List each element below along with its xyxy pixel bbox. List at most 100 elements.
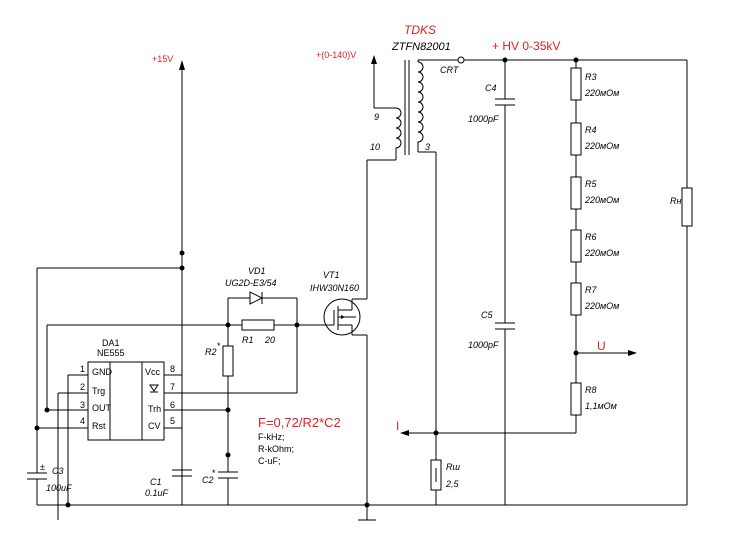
svg-text:±: ± [40, 462, 45, 472]
supply-140v: +(0-140)V [316, 50, 377, 108]
resistor-r6 [570, 229, 582, 263]
svg-text:220мОм: 220мОм [584, 195, 619, 205]
capacitor-c2: C2 * [202, 468, 238, 505]
svg-text:Rst: Rst [92, 421, 106, 431]
c4-value: 1000pF [468, 114, 499, 124]
svg-text:R5: R5 [585, 179, 597, 189]
c3-value: 100uF [46, 483, 72, 493]
resistor-load: Rн [670, 60, 693, 505]
tdks-brand: TDKS [404, 23, 436, 37]
resistor-r2: R2 * [205, 325, 234, 472]
current-label: I [396, 419, 399, 433]
resistor-r3 [570, 67, 582, 101]
svg-text:F-kHz;: F-kHz; [258, 432, 285, 442]
svg-text:8: 8 [170, 364, 175, 374]
capacitor-c1: C1 0.1uF [145, 469, 192, 505]
svg-text:OUT: OUT [92, 403, 112, 413]
svg-text:Vcc: Vcc [145, 367, 161, 377]
r2-ref: R2 [205, 347, 217, 357]
svg-text:R8: R8 [585, 385, 597, 395]
shunt-ref: Rш [446, 462, 460, 472]
vt1-value: IHW30N160 [310, 283, 359, 293]
c1-ref: C1 [150, 477, 162, 487]
svg-text:GND: GND [92, 367, 113, 377]
svg-text:R3: R3 [585, 72, 597, 82]
capacitor-c4: C4 1000pF [468, 60, 515, 323]
resistor-r7 [570, 282, 582, 316]
load-ref: Rн [670, 196, 681, 206]
top-loop [36, 250, 185, 470]
arrow-right-icon [628, 350, 637, 356]
vt1-ref: VT1 [323, 270, 340, 280]
gate-drive [44, 324, 228, 413]
c5-ref: C5 [481, 310, 493, 320]
svg-text:9: 9 [374, 112, 379, 122]
rail-15v: +15V [152, 54, 185, 505]
resistor-r5 [570, 176, 582, 210]
c4-ref: C4 [485, 83, 497, 93]
svg-text:1: 1 [80, 364, 85, 374]
arrow-left-icon [400, 430, 409, 436]
diode-vd1: VD1 UG2D-E3/54 [225, 266, 298, 393]
svg-text:6: 6 [170, 400, 175, 410]
transistor-vt1: VT1 IHW30N160 [310, 270, 367, 336]
vd1-ref: VD1 [248, 266, 266, 276]
svg-text:1,1мОм: 1,1мОм [585, 401, 617, 411]
tdks-part: ZTFN82001 [391, 41, 451, 53]
ic-ne555: DA1 NE555 GND Trg OUT Rst Vcc Trh CV 1 2… [34, 338, 297, 508]
svg-text:R6: R6 [585, 232, 597, 242]
svg-text:3: 3 [80, 400, 85, 410]
svg-text:7: 7 [170, 382, 175, 392]
ground-rail [37, 504, 687, 521]
svg-text:Trh: Trh [148, 404, 161, 414]
resistor-shunt: Rш 2,5 [430, 459, 460, 505]
discharge-triangle-icon [149, 384, 159, 392]
capacitor-c5: C5 1000pF [468, 310, 515, 505]
voltage-probe: U [576, 339, 637, 356]
svg-text:*: * [217, 341, 221, 351]
c5-value: 1000pF [468, 340, 499, 350]
ic-ref: DA1 [102, 338, 120, 348]
shunt-value: 2,5 [445, 479, 460, 489]
hv-label: + HV 0-35kV [492, 39, 560, 53]
resistor-r4 [570, 122, 582, 156]
arrow-up-icon [179, 60, 185, 70]
label-140v: +(0-140)V [316, 50, 356, 60]
svg-text:220мОм: 220мОм [584, 248, 619, 258]
svg-text:10: 10 [370, 142, 380, 152]
svg-text:5: 5 [170, 416, 175, 426]
resistor-r1: R1 20 [225, 319, 320, 345]
label-15v: +15V [152, 54, 173, 64]
formula-block: F=0,72/R2*C2 F-kHz; R-kOhm; C-uF; [258, 415, 341, 466]
capacitor-c3: ± C3 100uF [27, 462, 72, 505]
ic-model: NE555 [97, 348, 125, 358]
svg-text:R-kOhm;: R-kOhm; [258, 444, 294, 454]
svg-text:C-uF;: C-uF; [258, 456, 281, 466]
crt-label: CRT [440, 65, 460, 75]
svg-text:220мОм: 220мОм [584, 141, 619, 151]
r1-value: 20 [264, 335, 275, 345]
svg-text:R7: R7 [585, 285, 597, 295]
r1-ref: R1 [242, 335, 254, 345]
svg-text:Trg: Trg [92, 386, 105, 396]
svg-text:220мОм: 220мОм [584, 301, 619, 311]
divider-chain: R3 220мОм R4 220мОм R5 220мОм R6 220мОм … [436, 60, 619, 434]
vd1-value: UG2D-E3/54 [225, 278, 277, 288]
svg-text:220мОм: 220мОм [584, 88, 619, 98]
resistor-r8 [570, 382, 582, 416]
hv-rail: + HV 0-35kV [464, 39, 687, 63]
svg-text:*: * [212, 468, 216, 478]
transformer-tdks: TDKS ZTFN82001 9 10 3 CRT [367, 23, 465, 460]
arrow-up-icon [371, 55, 377, 64]
formula-main: F=0,72/R2*C2 [258, 415, 341, 430]
svg-text:3: 3 [425, 142, 430, 152]
crt-terminal [457, 56, 465, 64]
current-probe: I [396, 419, 439, 436]
svg-text:R4: R4 [585, 125, 597, 135]
c2-ref: C2 [202, 475, 214, 485]
svg-text:CV: CV [148, 421, 161, 431]
svg-text:4: 4 [80, 416, 85, 426]
voltage-label: U [597, 339, 606, 353]
